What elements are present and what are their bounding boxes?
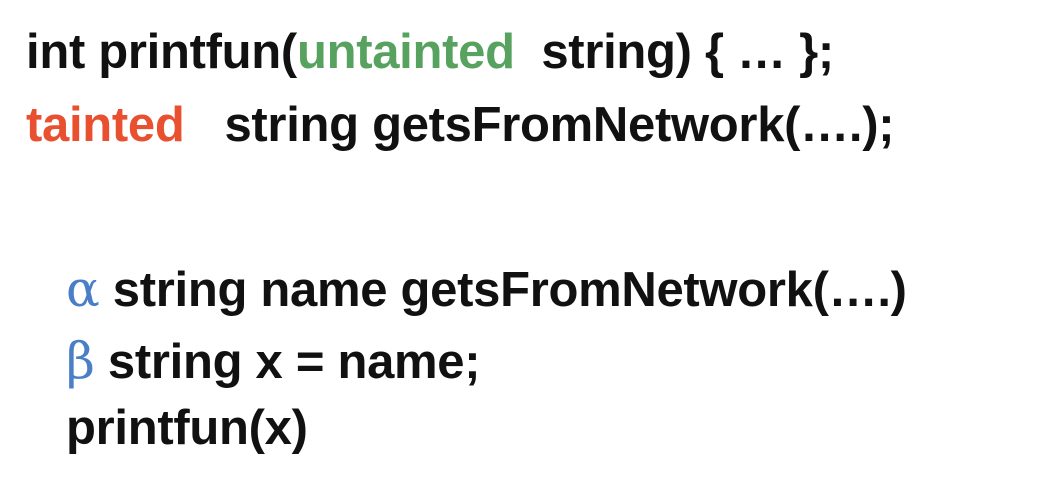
printfun-call-code: printfun(x) xyxy=(66,401,308,455)
untainted-qualifier: untainted xyxy=(296,25,515,79)
program-line-alpha-code: string name getsFromNetwork(….) xyxy=(99,263,907,317)
program-line-printfun-call: printfun(x) xyxy=(66,398,308,458)
program-line-beta: β string x = name; xyxy=(66,331,481,392)
beta-label: β xyxy=(66,332,95,390)
getsfromnetwork-signature: string getsFromNetwork(….); xyxy=(184,98,895,152)
alpha-label: α xyxy=(66,260,100,318)
tainted-qualifier: tainted xyxy=(26,98,185,152)
printfun-declaration: int printfun(untainted string) { … }; xyxy=(26,22,834,82)
getsfromnetwork-declaration: tainted string getsFromNetwork(….); xyxy=(26,95,895,155)
printfun-suffix: string) { … }; xyxy=(514,25,834,79)
program-line-alpha: α string name getsFromNetwork(….) xyxy=(66,259,907,320)
printfun-prefix: int printfun( xyxy=(26,25,297,79)
program-line-beta-code: string x = name; xyxy=(94,335,481,389)
